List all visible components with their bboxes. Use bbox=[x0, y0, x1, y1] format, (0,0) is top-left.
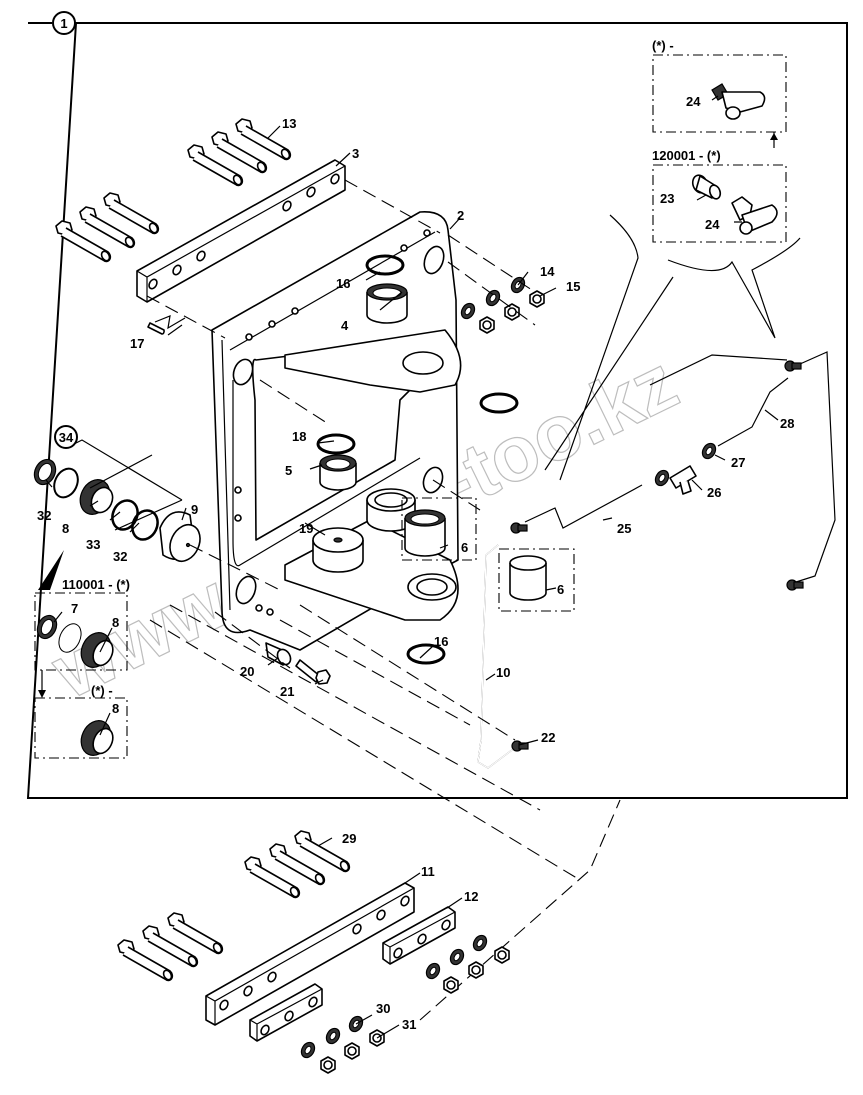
group-callout: 1 bbox=[60, 16, 67, 31]
callout-32b: 32 bbox=[113, 549, 127, 564]
seal-kit-34 bbox=[33, 425, 183, 541]
callout-3: 3 bbox=[352, 146, 359, 161]
fitting-23 bbox=[691, 174, 722, 200]
variant-label-110001: 110001 - (*) bbox=[62, 577, 130, 592]
callout-22: 22 bbox=[541, 730, 555, 745]
fitting-top-10 bbox=[510, 522, 528, 534]
callout-6a: 6 bbox=[461, 540, 468, 555]
callout-23: 23 bbox=[660, 191, 674, 206]
callout-9: 9 bbox=[191, 502, 198, 517]
variant-box-120001 bbox=[652, 164, 787, 243]
tube-28 bbox=[717, 377, 789, 447]
fitting-22 bbox=[511, 740, 529, 752]
plate-12-left bbox=[249, 983, 323, 1042]
variant-box-110001 bbox=[34, 592, 128, 671]
seal-upper-right bbox=[479, 392, 519, 414]
variant-label-star-top: (*) - bbox=[652, 38, 674, 53]
fitting-bottom bbox=[786, 579, 804, 591]
tube-25 bbox=[524, 484, 643, 529]
callout-8a: 8 bbox=[112, 615, 119, 630]
callout-24a: 24 bbox=[686, 94, 701, 109]
callout-33: 33 bbox=[86, 537, 100, 552]
variant-label-120001: 120001 - (*) bbox=[652, 148, 721, 163]
callout-6b: 6 bbox=[557, 582, 564, 597]
tee-24-star bbox=[711, 83, 766, 120]
callout-12: 12 bbox=[464, 889, 478, 904]
callout-7: 7 bbox=[71, 601, 78, 616]
variant-label-star-left: (*) - bbox=[91, 683, 113, 698]
sleeve-20 bbox=[265, 642, 292, 666]
callout-29: 29 bbox=[342, 831, 356, 846]
tube-long bbox=[795, 351, 836, 583]
callout-32a: 32 bbox=[37, 508, 51, 523]
callout-8c: 8 bbox=[112, 701, 119, 716]
washer-26 bbox=[652, 467, 672, 489]
seal-8-variant bbox=[80, 720, 114, 756]
callout-26: 26 bbox=[707, 485, 721, 500]
group-callout-circle bbox=[52, 11, 76, 35]
callout-30: 30 bbox=[376, 1001, 390, 1016]
callout-21: 21 bbox=[280, 684, 294, 699]
callout-labels: 2 3 4 5 6 6 7 8 8 8 9 10 11 12 13 14 15 … bbox=[37, 94, 794, 1032]
callout-28: 28 bbox=[780, 416, 794, 431]
bolt-21 bbox=[295, 659, 331, 685]
bushing-6-frame bbox=[401, 497, 477, 561]
pin-17 bbox=[147, 322, 165, 335]
callout-13: 13 bbox=[282, 116, 296, 131]
callout-8b: 8 bbox=[62, 521, 69, 536]
washer-27 bbox=[699, 440, 719, 462]
group-frame: 1 bbox=[26, 11, 848, 799]
callout-18: 18 bbox=[292, 429, 306, 444]
bushing-6-detail-box bbox=[498, 548, 575, 612]
tee-26 bbox=[669, 465, 697, 495]
variant-pointer bbox=[38, 550, 64, 590]
callout-10: 10 bbox=[496, 665, 510, 680]
callout-17: 17 bbox=[130, 336, 144, 351]
bushing-6-detail bbox=[509, 555, 547, 601]
callout-31: 31 bbox=[402, 1017, 416, 1032]
callout-24b: 24 bbox=[705, 217, 720, 232]
callout-4: 4 bbox=[341, 318, 349, 333]
piston-9 bbox=[159, 511, 201, 563]
callout-27: 27 bbox=[731, 455, 745, 470]
callout-34: 34 bbox=[59, 430, 74, 445]
seal-7-variant bbox=[36, 614, 114, 668]
callout-14: 14 bbox=[540, 264, 555, 279]
callout-16a: 16 bbox=[336, 276, 350, 291]
callout-20: 20 bbox=[240, 664, 254, 679]
callout-11: 11 bbox=[421, 864, 435, 879]
variant-box-star-top bbox=[652, 54, 787, 133]
fitting-28 bbox=[784, 360, 802, 372]
callout-15: 15 bbox=[566, 279, 580, 294]
bushing-5 bbox=[319, 454, 357, 491]
callout-19: 19 bbox=[299, 521, 313, 536]
bushing-6 bbox=[404, 509, 446, 557]
callout-5: 5 bbox=[285, 463, 292, 478]
variant-box-star bbox=[34, 697, 128, 759]
tee-24-120001 bbox=[731, 196, 778, 235]
callout-2: 2 bbox=[457, 208, 464, 223]
plate-3 bbox=[136, 159, 346, 303]
callout-16b: 16 bbox=[434, 634, 448, 649]
nuts-31 bbox=[320, 946, 510, 1074]
callout-25: 25 bbox=[617, 521, 631, 536]
